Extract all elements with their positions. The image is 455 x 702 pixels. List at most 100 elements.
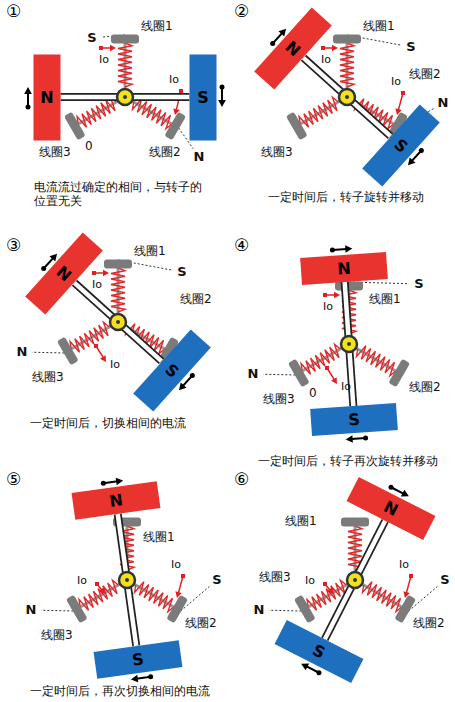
current-label: Io (92, 278, 102, 291)
current-terminal (323, 582, 327, 586)
coil-winding (77, 97, 116, 127)
rotor-bar-body (304, 58, 391, 136)
current-label: Io (305, 574, 315, 587)
step-number: ⑤ (6, 470, 21, 489)
rotor-hub (110, 314, 126, 330)
pole-letter: S (197, 88, 209, 107)
coil-label: 线圈3 (259, 570, 291, 584)
coil-label: 线圈1 (369, 292, 401, 306)
step-caption: 电流流过确定的相间，与转子的 位置无关 (34, 180, 216, 208)
coil-core (79, 584, 121, 608)
motion-arrow (391, 487, 404, 494)
pole-letter: N (282, 37, 305, 60)
current-terminal (181, 574, 185, 578)
coil-winding (301, 344, 340, 374)
coil-label: 线圈2 (185, 616, 217, 630)
magnet-pole: S (94, 640, 183, 679)
current-terminal (409, 574, 413, 578)
current-arrow-head (100, 355, 106, 362)
motion-arrow-head (401, 490, 409, 497)
motion-arrow-head (24, 87, 32, 94)
coil-core (132, 101, 174, 125)
pole-shoe (341, 518, 369, 527)
current-terminal (401, 91, 405, 95)
magnet-pole: N (34, 54, 61, 140)
step-caption: 一定时间后，再次切换相间的电流 (30, 684, 212, 698)
coil-core (346, 41, 349, 89)
pole-shoe (104, 260, 132, 269)
magnet-pole: S (274, 620, 363, 683)
current-arrow (178, 576, 183, 593)
rotor-bar-outline (75, 283, 162, 361)
current-arrow-head (173, 108, 179, 115)
current-arrow-head (99, 587, 105, 594)
coil-label: 线圈1 (285, 514, 317, 528)
motion-arrow (306, 666, 319, 673)
pole-label: N (17, 345, 28, 359)
pole-letter: N (381, 497, 402, 520)
rotor-axle (347, 342, 351, 346)
motion-arrow (221, 87, 223, 101)
motion-arrow-head (131, 675, 138, 683)
motion-arrow-head (116, 478, 123, 486)
rotor-bar-body (118, 514, 137, 646)
coil-label: 线圈3 (32, 370, 64, 384)
step-number: ① (6, 2, 21, 21)
current-arrow-head (175, 591, 181, 598)
rotor-bar (325, 521, 385, 639)
current-label: Io (323, 300, 333, 313)
magnet-pole: S (190, 54, 217, 140)
pole-label: N (438, 96, 449, 110)
motion-arrow (27, 93, 29, 107)
coil-winding (111, 268, 125, 312)
coil-winding (70, 322, 109, 352)
coil-label: 线圈1 (134, 244, 166, 258)
rotor-bar (75, 283, 162, 361)
current-label: Io (77, 574, 87, 587)
coil-label: 线圈2 (413, 616, 445, 630)
pole-label: S (406, 40, 415, 54)
rotor-hub (347, 572, 363, 588)
current-arrow-head (403, 591, 409, 598)
pole-label: N (248, 367, 259, 381)
rotor-bar-body (75, 283, 162, 361)
current-arrow-head (327, 587, 333, 594)
motion-arrow-head (408, 158, 416, 166)
pole-letter: N (108, 490, 124, 511)
pole-shoe (111, 35, 139, 44)
current-arrow-head (395, 108, 401, 115)
coil-label: 线圈3 (261, 145, 293, 159)
step-caption: 一定时间后，切换相间的电流 (30, 416, 212, 430)
rotor-axle (353, 578, 357, 582)
coil-core (356, 348, 398, 372)
current-arrow-head (334, 292, 340, 299)
pole-letter: S (161, 359, 182, 381)
step-number: ④ (234, 236, 249, 255)
coil-winding (340, 43, 354, 87)
pole-letter: N (53, 262, 76, 285)
current-arrow-head (110, 45, 116, 52)
pole-letter: S (131, 649, 145, 669)
flux-line (269, 610, 301, 612)
coil-core (299, 101, 341, 125)
coil-label: 线圈1 (363, 19, 395, 33)
coil-label: 线圈2 (409, 67, 441, 81)
flux-line (263, 374, 295, 376)
step-number: ③ (6, 236, 21, 255)
current-label: Io (399, 558, 409, 571)
pole-shoe (333, 35, 361, 44)
magnet-pole: S (310, 403, 398, 436)
motion-arrow-head (346, 435, 353, 443)
pole-shoe (64, 112, 86, 141)
rotor-axle (345, 95, 349, 99)
pole-letter: S (309, 640, 328, 662)
rotor-bar (118, 514, 137, 646)
magnet-pole: N (347, 477, 436, 540)
coil-core (354, 524, 357, 572)
coil-winding (118, 43, 132, 87)
rotor-bar-outline (304, 58, 391, 136)
motion-arrow-head (345, 245, 352, 253)
